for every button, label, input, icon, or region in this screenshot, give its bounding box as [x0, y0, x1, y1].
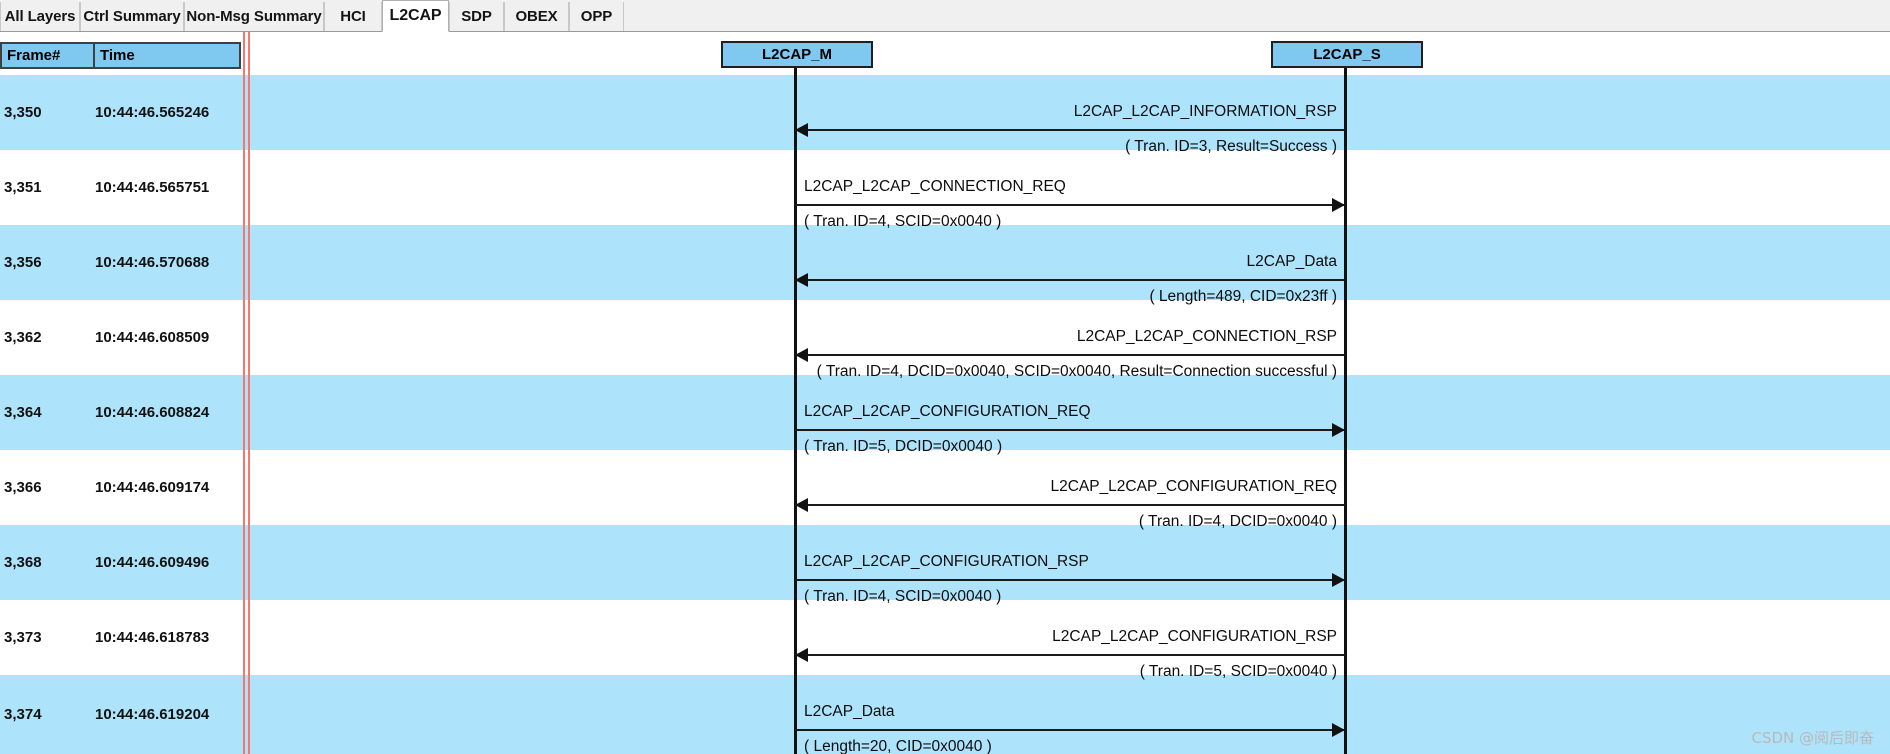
marker-line-left [243, 32, 245, 754]
frame-number-cell: 3,364 [4, 403, 42, 421]
arrow-line [795, 429, 1345, 431]
table-row[interactable]: 3,373 10:44:46.618783 [0, 600, 241, 675]
arrow-line [795, 729, 1345, 731]
table-row[interactable]: 3,374 10:44:46.619204 [0, 675, 241, 754]
arrowhead-left-icon [795, 123, 808, 137]
tab-opp[interactable]: OPP [569, 2, 624, 31]
table-row[interactable]: 3,351 10:44:46.565751 [0, 150, 241, 225]
message-label: L2CAP_L2CAP_CONFIGURATION_RSP [804, 553, 1089, 570]
row-background [0, 300, 1890, 375]
arrow-line [795, 504, 1345, 506]
marker-line-right [248, 32, 250, 754]
table-row[interactable]: 3,356 10:44:46.570688 [0, 225, 241, 300]
message-detail-label: ( Tran. ID=4, DCID=0x0040 ) [1138, 513, 1337, 530]
frame-number-cell: 3,374 [4, 705, 42, 723]
time-cell: 10:44:46.608509 [95, 328, 210, 346]
tab-non-msg-summary[interactable]: Non-Msg Summary [184, 2, 324, 31]
tab-obex[interactable]: OBEX [504, 2, 569, 31]
row-background [0, 75, 1890, 150]
message-label: L2CAP_L2CAP_INFORMATION_RSP [1073, 103, 1337, 120]
lifeline-node-l2cap_m[interactable]: L2CAP_M [721, 41, 873, 68]
time-cell: 10:44:46.570688 [95, 253, 210, 271]
frame-table-header: Frame# Time [0, 42, 241, 69]
time-cell: 10:44:46.619204 [95, 705, 210, 723]
frame-number-cell: 3,368 [4, 553, 42, 571]
table-row[interactable]: 3,364 10:44:46.608824 [0, 375, 241, 450]
time-cell: 10:44:46.565246 [95, 103, 210, 121]
arrow-line [795, 279, 1345, 281]
message-detail-label: ( Tran. ID=4, SCID=0x0040 ) [804, 588, 1002, 605]
arrowhead-right-icon [1332, 423, 1345, 437]
lifeline-node-l2cap_s[interactable]: L2CAP_S [1271, 41, 1423, 68]
table-row[interactable]: 3,366 10:44:46.609174 [0, 450, 241, 525]
message-detail-label: ( Tran. ID=5, DCID=0x0040 ) [804, 438, 1003, 455]
time-cell: 10:44:46.609496 [95, 553, 210, 571]
frame-number-cell: 3,350 [4, 103, 42, 121]
row-background [0, 450, 1890, 525]
table-row[interactable]: 3,362 10:44:46.608509 [0, 300, 241, 375]
row-background [0, 675, 1890, 754]
message-detail-label: ( Length=20, CID=0x0040 ) [804, 738, 992, 754]
arrowhead-left-icon [795, 498, 808, 512]
message-label: L2CAP_L2CAP_CONNECTION_REQ [804, 178, 1066, 195]
message-detail-label: ( Tran. ID=5, SCID=0x0040 ) [1139, 663, 1337, 680]
arrow-line [795, 204, 1345, 206]
message-detail-label: ( Tran. ID=4, SCID=0x0040 ) [804, 213, 1002, 230]
row-background [0, 600, 1890, 675]
frame-number-cell: 3,366 [4, 478, 42, 496]
lifeline-l2cap_s [1344, 68, 1347, 754]
watermark-text: CSDN @阅后即奋 [1751, 729, 1874, 747]
column-header-time[interactable]: Time [100, 47, 135, 64]
row-background [0, 225, 1890, 300]
tab-sdp[interactable]: SDP [449, 2, 504, 31]
message-label: L2CAP_L2CAP_CONFIGURATION_REQ [1050, 478, 1337, 495]
message-detail-label: ( Tran. ID=4, DCID=0x0040, SCID=0x0040, … [816, 363, 1337, 380]
time-cursor-marker[interactable] [243, 32, 250, 754]
message-sequence-chart: L2CAP_M L2CAP_S L2CAP_L2CAP_INFORMATION_RS… [0, 32, 1890, 754]
message-detail-label: ( Length=489, CID=0x23ff ) [1149, 288, 1337, 305]
arrow-line [795, 354, 1345, 356]
arrowhead-right-icon [1332, 198, 1345, 212]
time-cell: 10:44:46.618783 [95, 628, 210, 646]
frame-number-cell: 3,373 [4, 628, 42, 646]
arrowhead-left-icon [795, 648, 808, 662]
row-background [0, 150, 1890, 225]
sequence-diagram-stage: Frame# Time 3,350 10:44:46.565246 3,351 10:… [0, 32, 1890, 754]
message-label: L2CAP_L2CAP_CONNECTION_RSP [1076, 328, 1337, 345]
table-row[interactable]: 3,350 10:44:46.565246 [0, 75, 241, 150]
tab-ctrl-summary[interactable]: Ctrl Summary [80, 2, 184, 31]
frame-number-cell: 3,351 [4, 178, 42, 196]
time-cell: 10:44:46.609174 [95, 478, 210, 496]
message-detail-label: ( Tran. ID=3, Result=Success ) [1125, 138, 1337, 155]
lifeline-l2cap_m [794, 68, 797, 754]
arrowhead-left-icon [795, 348, 808, 362]
time-cell: 10:44:46.565751 [95, 178, 210, 196]
arrowhead-right-icon [1332, 723, 1345, 737]
arrow-line [795, 129, 1345, 131]
arrowhead-left-icon [795, 273, 808, 287]
arrow-line [795, 654, 1345, 656]
message-label: L2CAP_L2CAP_CONFIGURATION_REQ [804, 403, 1091, 420]
frame-number-cell: 3,356 [4, 253, 42, 271]
message-label: L2CAP_Data [804, 703, 895, 720]
row-background [0, 525, 1890, 600]
row-background [0, 375, 1890, 450]
arrowhead-right-icon [1332, 573, 1345, 587]
tab-l2cap[interactable]: L2CAP [382, 0, 449, 32]
message-label: L2CAP_Data [1246, 253, 1337, 270]
frame-number-cell: 3,362 [4, 328, 42, 346]
message-label: L2CAP_L2CAP_CONFIGURATION_RSP [1052, 628, 1337, 645]
column-header-frame[interactable]: Frame# [2, 44, 95, 67]
arrow-line [795, 579, 1345, 581]
tab-hci[interactable]: HCI [324, 2, 382, 31]
time-cell: 10:44:46.608824 [95, 403, 210, 421]
tab-all-layers[interactable]: All Layers [0, 2, 80, 31]
table-row[interactable]: 3,368 10:44:46.609496 [0, 525, 241, 600]
